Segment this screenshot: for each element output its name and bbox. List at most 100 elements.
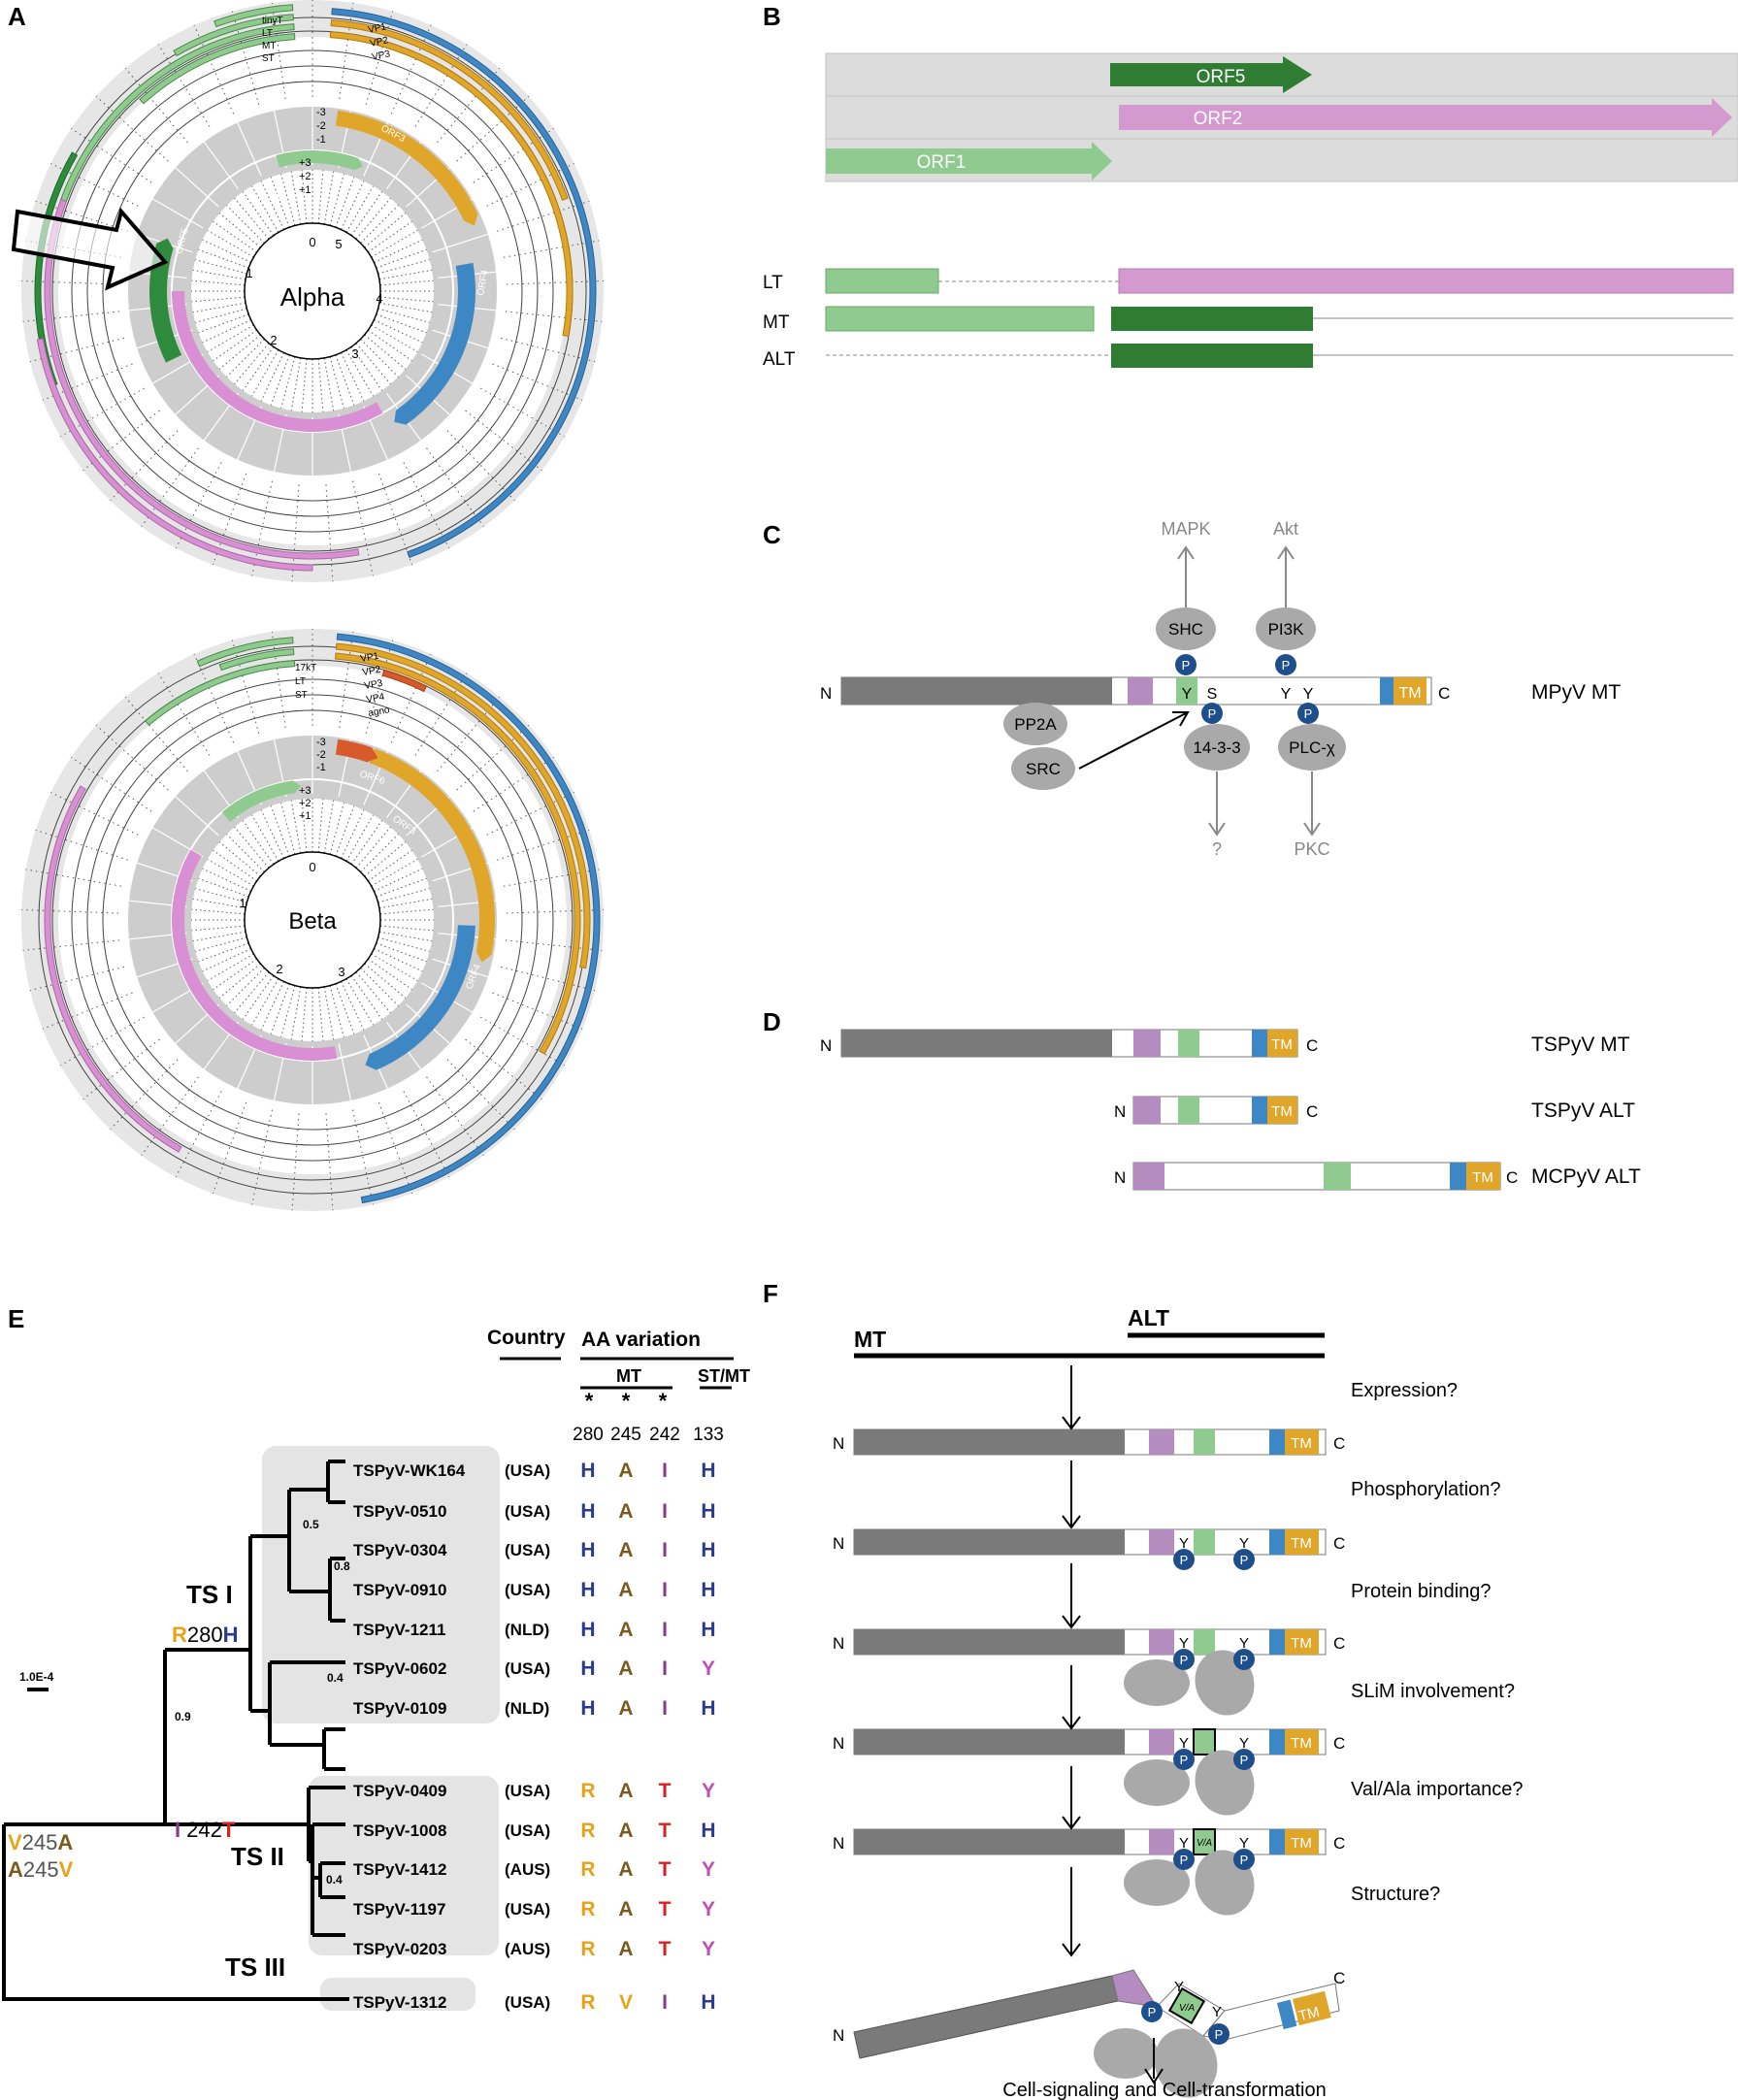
beta-tick-0: 0 [309,860,315,874]
alpha-frame-p2: +2 [299,171,312,182]
beta-label-agno: agno [368,705,391,719]
beta-label-vp1: VP1 [360,651,380,665]
c-phospho-pi3k [1275,654,1296,675]
f-tm [1285,1729,1319,1755]
ruler-tick [260,352,284,402]
track-line [102,709,523,1131]
f-blue [1269,1729,1285,1755]
aa-residue: A [618,1780,633,1802]
ruler-tick [371,859,418,887]
aa-residue: A [618,1820,633,1842]
track-line [51,659,574,1181]
orf2-arrow [1119,98,1732,137]
c-pkc: PKC [1294,839,1329,859]
aa-residue: A [618,1697,633,1720]
ruler-tick [191,908,246,915]
f-final-caption: Cell-signaling and Cell-transformation [1002,2080,1327,2100]
ruler-tick [202,319,251,344]
mut-ts1-pos: 280 [187,1623,223,1647]
outer-ruler-tick [505,311,603,322]
c-pp2a [1003,703,1067,745]
beta-vp1 [334,652,581,1055]
transcript-lt-label: LT [763,273,783,293]
f-phospho [1173,1849,1195,1870]
ruler-tick [345,814,374,862]
ruler-tick [192,302,246,313]
d-row3-green [1324,1163,1351,1190]
ruler-tick [270,354,290,406]
aa-residue: I [662,1460,668,1482]
ruler-tick [280,356,296,409]
c-domain-blue [1380,677,1394,705]
outer-ruler-tick [437,67,501,144]
mut-ts2-to: T [222,1818,236,1842]
f-c: C [1333,1834,1345,1853]
f-y: Y [1179,1735,1189,1752]
aa-residue: H [701,1697,715,1720]
f-blue [1269,1629,1285,1655]
ruler-tick [335,983,355,1034]
ruler-tick [368,329,412,362]
ruler-tick [218,213,261,248]
panel-e: 1.0E-4 0.5 0.8 0.4 0.9 0.4 TS I TS II TS… [2,1327,750,2014]
alpha-vp1 [329,31,574,338]
outer-ruler-tick [22,939,120,951]
alpha-label-tinyt: tinyT [262,16,283,26]
ruler-tick [195,888,247,903]
f-tm [1285,1629,1319,1655]
ruler-tick [378,898,433,909]
c-src [1011,747,1075,790]
c-arrowhead-pkc [1303,822,1321,837]
aa-residue: H [701,1539,715,1561]
orf5-label: ORF5 [1197,67,1246,87]
f-n: N [833,1634,844,1653]
ruler-tick [377,936,430,952]
alpha-vp3 [331,8,597,559]
frame-grid [338,1043,352,1100]
outer-ruler-tick [95,724,169,791]
outer-ruler-tick [325,484,334,582]
aa-residue: Y [702,1780,715,1802]
ruler-tick [329,985,344,1037]
ruler-tick [374,868,423,892]
f-final-p1-label: P [1148,2005,1157,2019]
c-res-s: S [1207,686,1218,703]
outer-ruler-tick [486,163,574,207]
f-binder [1124,1759,1190,1806]
c-shc [1156,607,1216,650]
c-domain-purple [1128,677,1153,705]
ruler-tick [260,180,284,230]
aa-residue: R [580,1991,595,2014]
pos-242: 242 [649,1425,680,1445]
d-row1-tm [1267,1030,1297,1057]
ruler-tick [213,220,257,253]
aa-residue: I [662,1539,668,1561]
strain-name: TSPyV-0109 [353,1699,446,1718]
aa-residue: I [662,1500,668,1523]
aa-residue: A [618,1858,633,1881]
aa-residue: Y [702,1657,715,1680]
outer-ruler-tick [403,1091,450,1178]
ruler-tick [207,859,254,887]
f-c: C [1333,1634,1345,1653]
strain-country: (AUS) [505,1860,550,1879]
outer-ruler-tick [157,673,211,756]
center-circle [244,222,381,360]
ruler-tick [345,978,374,1026]
beta-frame-m2: -2 [316,749,326,761]
ruler-tick [376,877,427,898]
d-row1-c: C [1306,1036,1318,1055]
outer-ruler-tick [473,127,554,183]
beta-lt [218,648,295,672]
outer-ruler-tick [29,966,125,992]
alpha-label-lt: LT [262,28,273,39]
ruler-tick [251,185,279,233]
f-final-tm [1293,1990,1331,2026]
strain-name: TSPyV-1197 [353,1900,445,1919]
outer-ruler-tick [390,24,432,115]
orf5-arrow [1110,56,1312,93]
